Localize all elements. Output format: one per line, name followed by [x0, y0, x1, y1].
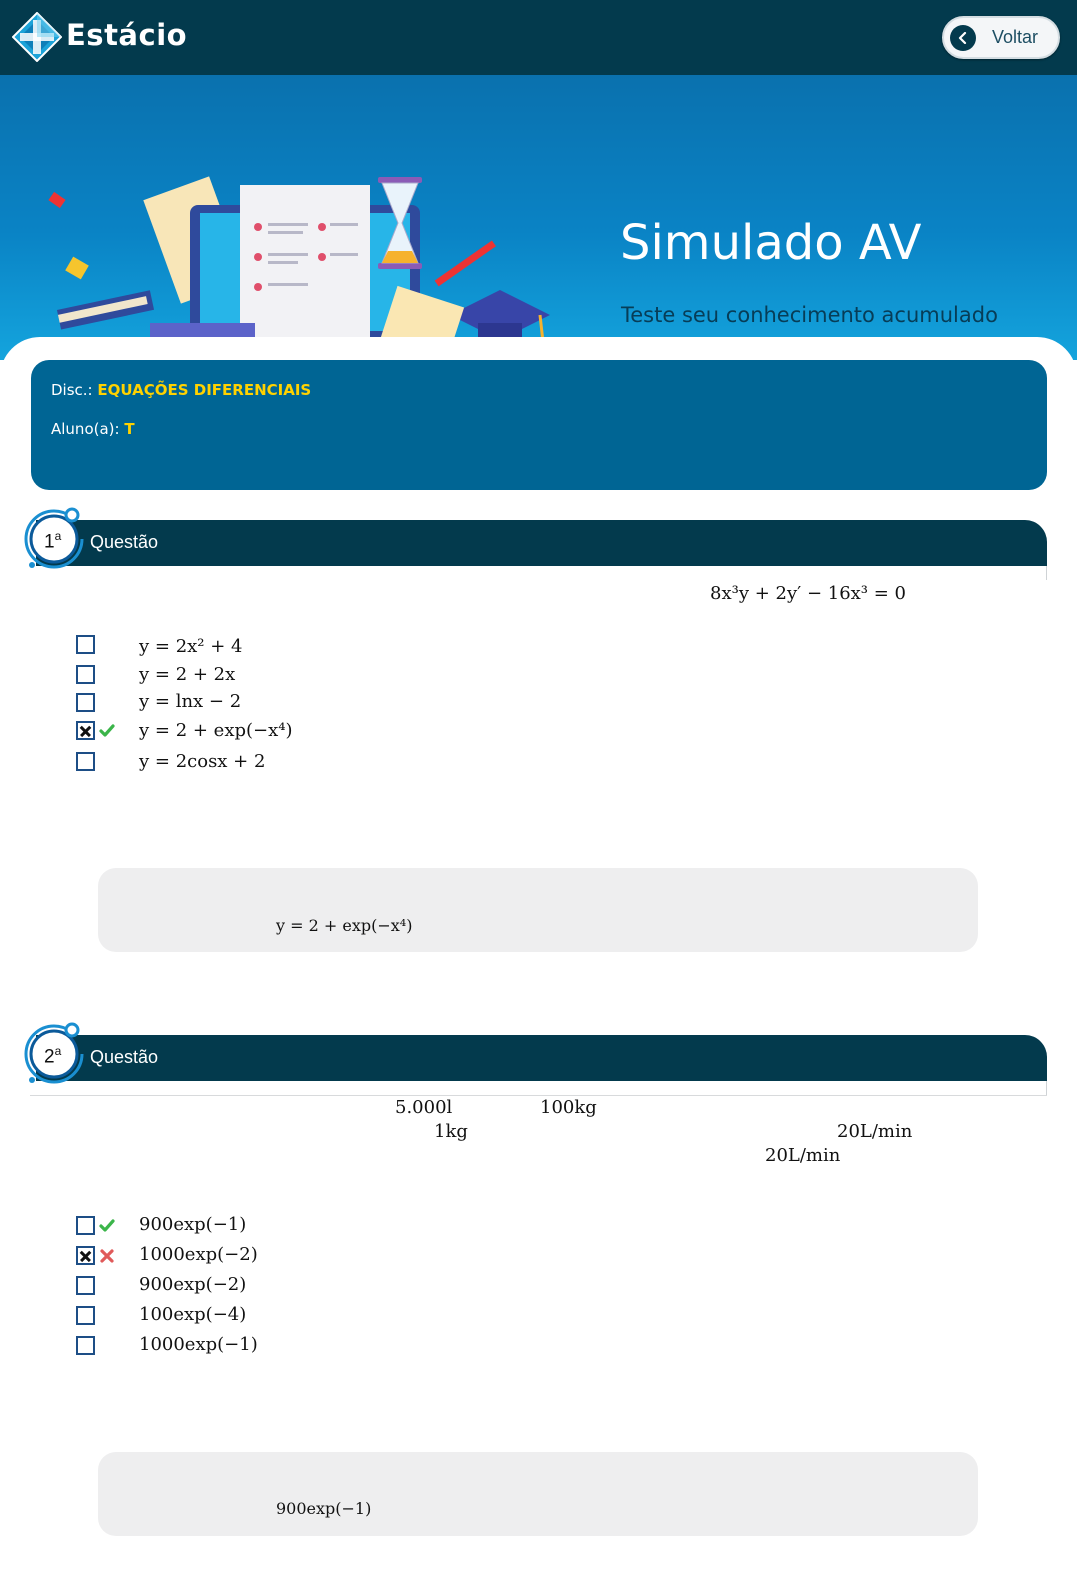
- question-1-divider: [1046, 566, 1047, 580]
- chevron-left-icon: [950, 24, 976, 51]
- q1-option-2-checkbox[interactable]: [76, 665, 95, 684]
- wrong-x-icon: [100, 1249, 114, 1263]
- q2-statement-volume: 5.000l: [395, 1097, 453, 1118]
- question-1-equation: 8x³y + 2y′ − 16x³ = 0: [710, 583, 906, 604]
- question-1-number-badge: [24, 507, 84, 569]
- q2-statement-outflow: 20L/min: [765, 1145, 841, 1166]
- question-2-number-badge: [24, 1022, 84, 1084]
- q2-option-5-text: 1000exp(−1): [139, 1334, 258, 1355]
- page-subtitle: Teste seu conhecimento acumulado: [621, 303, 998, 327]
- q1-option-3-checkbox[interactable]: [76, 693, 95, 712]
- question-2-explanation: [98, 1452, 978, 1536]
- top-bar: Estácio Voltar: [0, 0, 1077, 75]
- question-2-edge: [1046, 1081, 1047, 1095]
- q1-option-5-text: y = 2cosx + 2: [139, 751, 266, 772]
- q1-option-4-checkbox[interactable]: [76, 721, 95, 740]
- student-row: Aluno(a): T: [51, 420, 135, 438]
- discipline-label: Disc.:: [51, 381, 93, 399]
- q2-option-3-checkbox[interactable]: [76, 1276, 95, 1295]
- discipline-value: EQUAÇÕES DIFERENCIAIS: [97, 381, 312, 399]
- q1-option-4-text: y = 2 + exp(−x⁴): [139, 720, 293, 741]
- back-button[interactable]: Voltar: [942, 16, 1060, 59]
- back-button-label: Voltar: [992, 27, 1039, 47]
- q2-option-5-checkbox[interactable]: [76, 1336, 95, 1355]
- question-1-answer: y = 2 + exp(−x⁴): [276, 916, 413, 935]
- q2-option-3-text: 900exp(−2): [139, 1274, 247, 1295]
- hero-banner: Simulado AV Teste seu conhecimento acumu…: [0, 75, 1077, 360]
- correct-check-icon: [99, 1219, 115, 1232]
- discipline-row: Disc.: EQUAÇÕES DIFERENCIAIS: [51, 381, 311, 399]
- q2-option-1-checkbox[interactable]: [76, 1216, 95, 1235]
- student-value: T: [124, 420, 135, 438]
- q2-statement-mass: 100kg: [540, 1097, 597, 1118]
- question-1-explanation: [98, 868, 978, 952]
- question-2-answer: 900exp(−1): [276, 1499, 372, 1518]
- estacio-logo-icon: [12, 12, 62, 62]
- question-2-header: [36, 1035, 1047, 1081]
- q2-option-4-text: 100exp(−4): [139, 1304, 247, 1325]
- q1-option-3-text: y = lnx − 2: [139, 691, 242, 712]
- q1-option-2-text: y = 2 + 2x: [139, 664, 236, 685]
- q2-option-1-text: 900exp(−1): [139, 1214, 247, 1235]
- q2-option-2-checkbox[interactable]: [76, 1246, 95, 1265]
- question-2-divider: [30, 1095, 1047, 1096]
- correct-check-icon: [99, 724, 115, 737]
- q1-option-1-text: y = 2x² + 4: [139, 636, 243, 657]
- brand-name: Estácio: [66, 18, 188, 52]
- q2-option-4-checkbox[interactable]: [76, 1306, 95, 1325]
- q2-statement-inflow: 20L/min: [837, 1121, 913, 1142]
- q2-option-2-text: 1000exp(−2): [139, 1244, 258, 1265]
- question-1-label: Questão: [90, 532, 159, 552]
- q2-statement-concentration: 1kg: [434, 1121, 468, 1142]
- q1-option-5-checkbox[interactable]: [76, 752, 95, 771]
- student-label: Aluno(a):: [51, 420, 120, 438]
- course-info-card: Disc.: EQUAÇÕES DIFERENCIAIS Aluno(a): T: [31, 360, 1047, 490]
- question-2-label: Questão: [90, 1047, 159, 1067]
- question-2-number: 2a: [44, 1044, 62, 1068]
- q1-option-1-checkbox[interactable]: [76, 635, 95, 654]
- page-title: Simulado AV: [620, 215, 922, 271]
- question-1-header: [36, 520, 1047, 566]
- study-illustration: [48, 176, 550, 360]
- question-1-number: 1a: [44, 529, 62, 553]
